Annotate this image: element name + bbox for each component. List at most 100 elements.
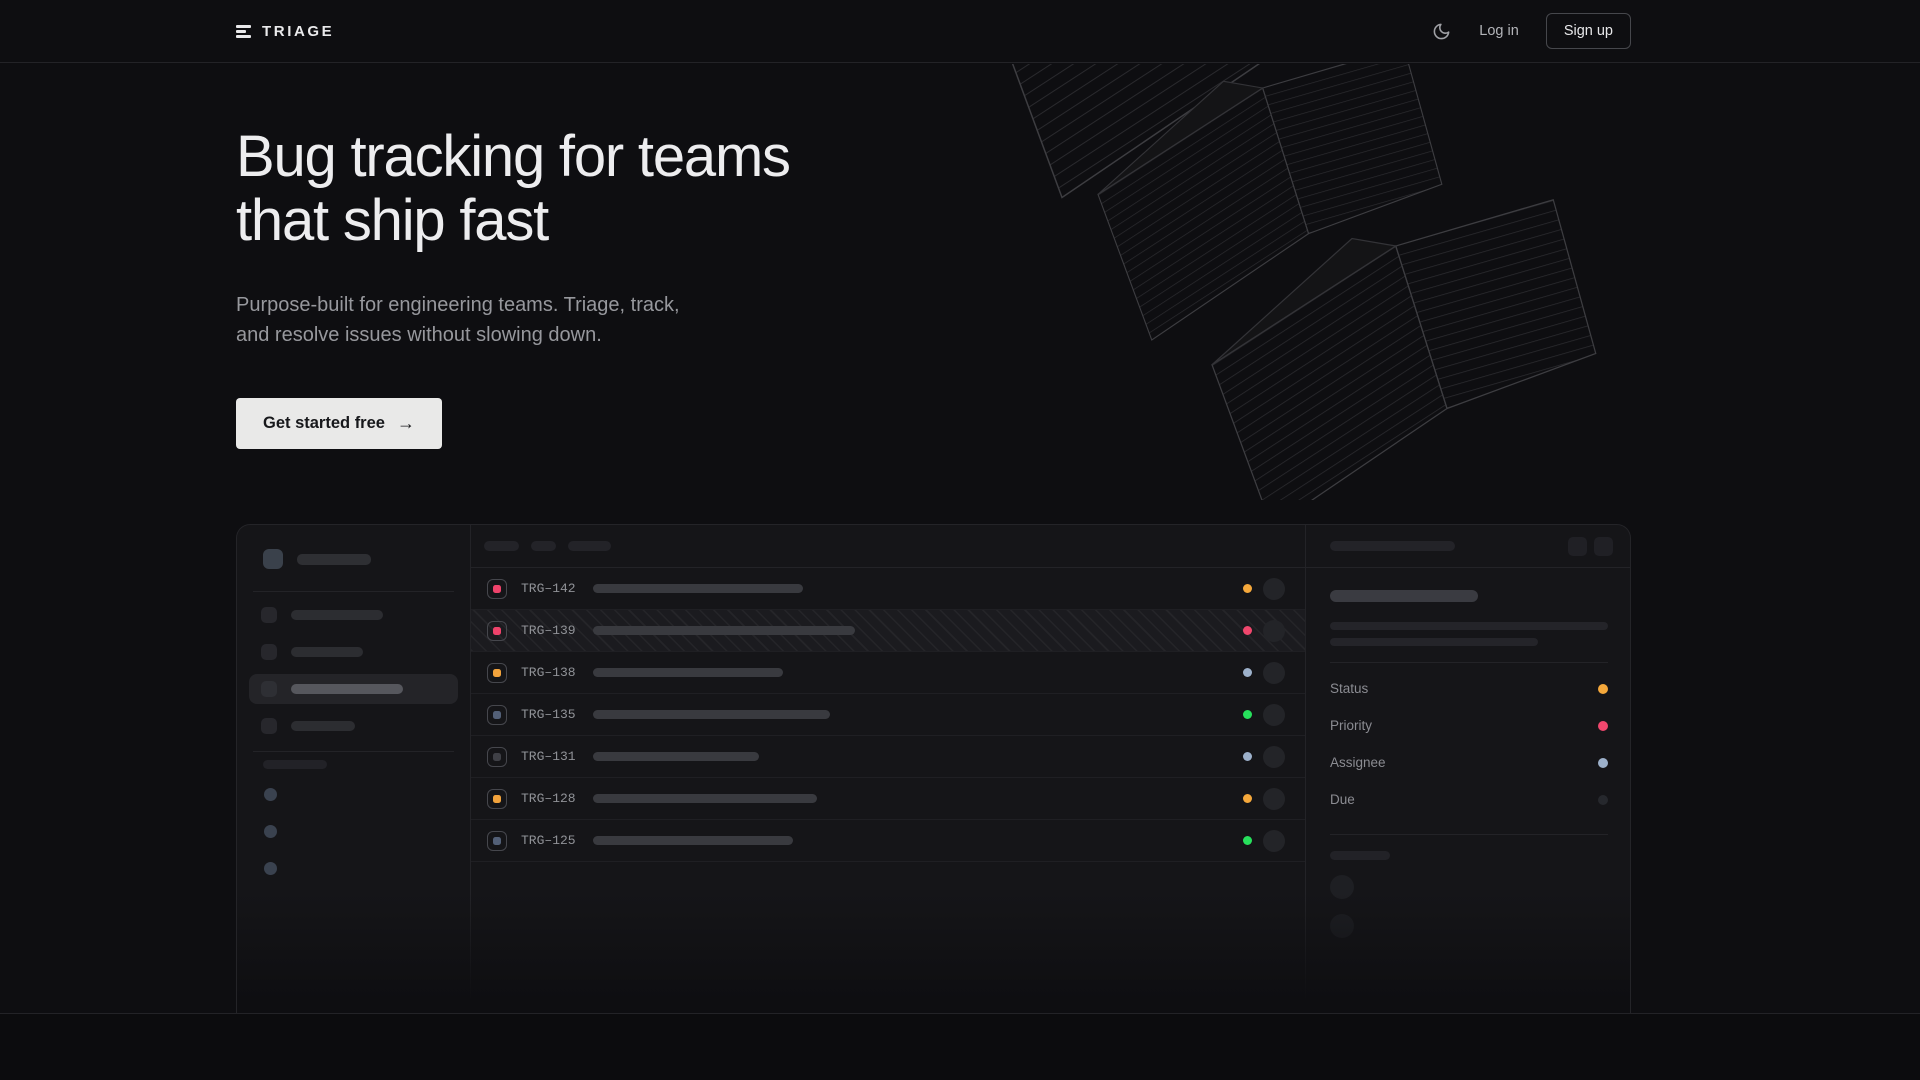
moon-icon (1433, 23, 1450, 39)
issue-id: TRG–131 (521, 749, 576, 764)
field-dot (1598, 720, 1608, 731)
panel-action-button (1594, 536, 1613, 556)
issue-title-skeleton (593, 710, 830, 719)
skeleton-filter-pill (531, 541, 556, 551)
sidebar-item (249, 600, 458, 630)
skeleton-activity-label (1330, 851, 1390, 860)
issue-title-skeleton (593, 668, 783, 677)
skeleton-filter-pill (484, 541, 519, 551)
app-mockup: TRG–142 TRG–139 TRG–138 (236, 524, 1631, 1013)
brand: TRIAGE (236, 23, 334, 40)
panel-action-button (1568, 536, 1587, 556)
skeleton-bar (291, 684, 403, 694)
avatar (1330, 914, 1354, 938)
skeleton-bar (291, 610, 383, 620)
issue-type-icon-fill (493, 836, 501, 845)
status-dot (1243, 836, 1252, 845)
issue-row: TRG–139 (471, 610, 1305, 652)
sidebar-item-icon (261, 607, 277, 623)
skeleton-description-line (1330, 638, 1538, 646)
detail-header-actions (1568, 536, 1613, 556)
issue-type-icon-fill (493, 710, 501, 719)
workspace-icon (263, 549, 283, 569)
sidebar-item-active (249, 674, 458, 704)
avatar (1263, 829, 1285, 852)
issue-row: TRG–131 (471, 736, 1305, 778)
field-dot (1598, 794, 1608, 805)
login-link[interactable]: Log in (1479, 23, 1519, 39)
issue-type-icon (487, 830, 507, 851)
get-started-button[interactable]: Get started free → (236, 398, 442, 449)
sidebar-item (249, 711, 458, 741)
issue-type-icon (487, 704, 507, 725)
field-dot (1598, 683, 1608, 694)
hero-title-line2: that ship fast (236, 188, 549, 253)
status-dot (1243, 710, 1252, 719)
divider (253, 591, 454, 592)
issue-title-skeleton (593, 626, 855, 635)
sidebar-nav (237, 600, 470, 741)
issue-id: TRG–135 (521, 707, 576, 722)
theme-toggle-button[interactable] (1432, 21, 1452, 41)
detail-field-row: Priority (1330, 707, 1608, 744)
divider (1330, 834, 1608, 835)
skeleton-bar (291, 721, 355, 731)
avatar (1263, 787, 1285, 810)
detail-field-row: Due (1330, 781, 1608, 818)
avatar (1330, 875, 1354, 899)
status-dot (1243, 668, 1252, 677)
detail-header (1306, 525, 1630, 568)
issue-row: TRG–135 (471, 694, 1305, 736)
issue-type-icon-fill (493, 752, 501, 761)
brand-name: TRIAGE (262, 22, 335, 40)
issue-id: TRG–128 (521, 791, 576, 806)
skeleton-issue-title (1330, 590, 1478, 602)
detail-field-row: Assignee (1330, 744, 1608, 781)
divider (253, 751, 454, 752)
sidebar-item-icon (261, 644, 277, 660)
issue-type-icon (487, 788, 507, 809)
status-dot (1243, 794, 1252, 803)
sidebar-item-icon (261, 681, 277, 697)
issue-title-skeleton (593, 752, 759, 761)
mockup-sidebar (237, 525, 471, 1013)
issue-id: TRG–138 (521, 665, 576, 680)
get-started-label: Get started free (263, 414, 385, 432)
issue-type-icon-fill (493, 668, 501, 677)
field-label: Priority (1330, 718, 1373, 733)
issue-type-icon (487, 620, 507, 641)
field-label: Due (1330, 792, 1355, 807)
issue-title-skeleton (593, 794, 817, 803)
issue-type-icon-fill (493, 626, 501, 635)
issue-row: TRG–128 (471, 778, 1305, 820)
section-divider (0, 1013, 1920, 1014)
detail-fields: Status Priority Assignee Due (1330, 670, 1608, 818)
signup-button[interactable]: Sign up (1545, 13, 1631, 49)
nav-actions: Log in Sign up (1432, 13, 1631, 49)
issue-list: TRG–142 TRG–139 TRG–138 (471, 525, 1306, 1013)
issue-type-icon-fill (493, 794, 501, 803)
issue-type-icon (487, 662, 507, 683)
issue-row: TRG–125 (471, 820, 1305, 862)
skeleton-workspace-name (297, 553, 371, 565)
skeleton-section-label (263, 760, 327, 769)
triage-logo-icon (236, 24, 251, 38)
issue-title-skeleton (593, 836, 793, 845)
footer (0, 1014, 1920, 1080)
status-dot (1243, 752, 1252, 761)
skeleton-breadcrumb (1330, 541, 1455, 551)
field-label: Assignee (1330, 755, 1386, 770)
detail-body: Status Priority Assignee Due (1306, 568, 1630, 938)
issue-id: TRG–125 (521, 833, 576, 848)
hero-title: Bug tracking for teams that ship fast (236, 124, 791, 253)
hero-title-line1: Bug tracking for teams (236, 124, 791, 189)
issue-id: TRG–142 (521, 581, 576, 596)
sidebar-dots (264, 788, 470, 875)
detail-panel: Status Priority Assignee Due (1306, 525, 1630, 1013)
avatar (1263, 703, 1285, 726)
skeleton-filter-pill (568, 541, 611, 551)
workspace-switcher (263, 549, 470, 569)
skeleton-description-line (1330, 622, 1608, 630)
status-dot (1243, 584, 1252, 593)
